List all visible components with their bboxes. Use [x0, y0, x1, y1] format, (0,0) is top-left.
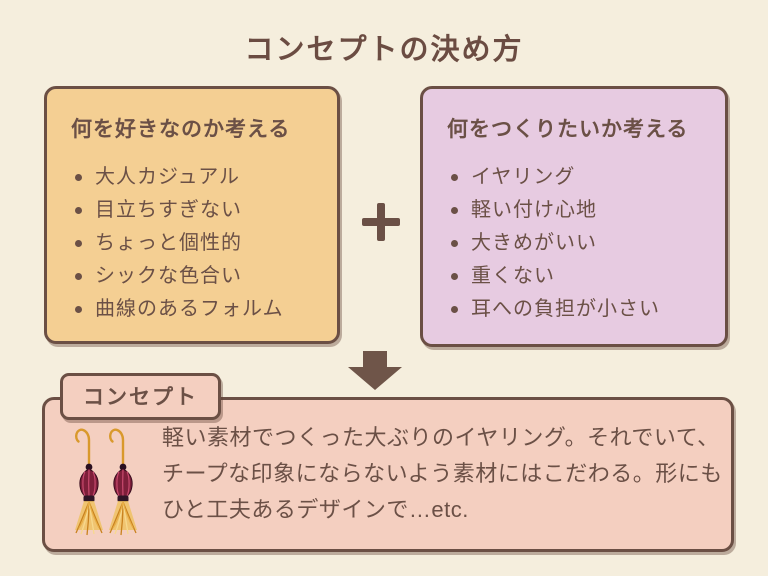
page-title: コンセプトの決め方: [244, 34, 524, 66]
down-arrow-icon: [348, 351, 402, 390]
wants-box-heading: 何をつくりたいか考える: [447, 118, 689, 141]
likes-list: 大人カジュアル 目立ちすぎない ちょっと個性的 シックな色合い 曲線のあるフォル…: [47, 161, 337, 326]
plus-icon: [362, 203, 400, 241]
earrings-illustration: [73, 428, 139, 537]
likes-box-heading: 何を好きなのか考える: [71, 118, 291, 141]
list-item: 耳への負担が小さい: [449, 293, 725, 326]
list-item: イヤリング: [449, 161, 725, 194]
list-item: シックな色合い: [73, 260, 337, 293]
list-item: 軽い付け心地: [449, 194, 725, 227]
likes-box: 何を好きなのか考える 大人カジュアル 目立ちすぎない ちょっと個性的 シックな色…: [44, 86, 340, 344]
concept-description: 軽い素材でつくった大ぶりのイヤリング。それでいて、チープな印象にならないよう素材…: [162, 425, 723, 522]
list-item: 曲線のあるフォルム: [73, 293, 337, 326]
list-item: 重くない: [449, 260, 725, 293]
list-item: 大人カジュアル: [73, 161, 337, 194]
wants-box: 何をつくりたいか考える イヤリング 軽い付け心地 大きめがいい 重くない 耳への…: [420, 86, 728, 347]
concept-badge: コンセプト: [60, 373, 221, 420]
concept-box: [42, 397, 734, 552]
list-item: 目立ちすぎない: [73, 194, 337, 227]
list-item: 大きめがいい: [449, 227, 725, 260]
list-item: ちょっと個性的: [73, 227, 337, 260]
wants-list: イヤリング 軽い付け心地 大きめがいい 重くない 耳への負担が小さい: [423, 161, 725, 326]
